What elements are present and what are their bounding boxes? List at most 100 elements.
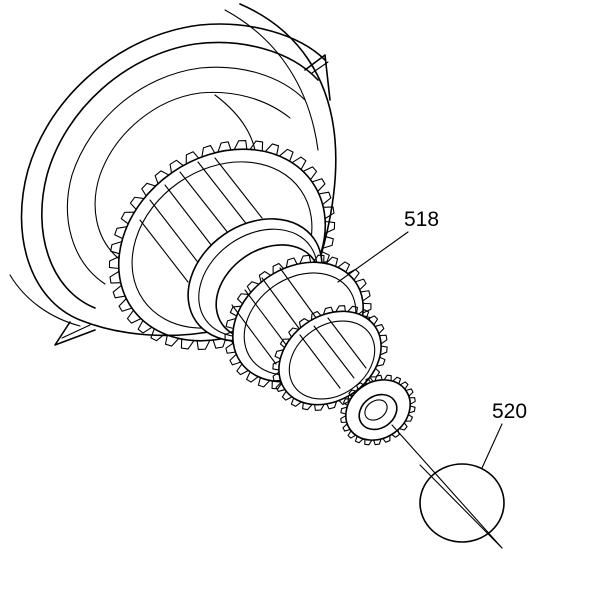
gear-tooth (169, 159, 184, 174)
gear-tooth (217, 141, 232, 153)
callout-518: 518 (337, 208, 439, 283)
gear-tooth (137, 319, 153, 334)
gear-tooth (109, 270, 122, 284)
housing-drum (9, 3, 337, 346)
gear-tooth (236, 293, 250, 305)
gear-tooth (245, 371, 259, 383)
gear-tooth (288, 327, 300, 338)
gear-tooth (324, 220, 336, 234)
gear-tooth (120, 211, 135, 225)
gear-tooth (279, 338, 291, 349)
gear-tooth (201, 145, 216, 158)
gear-tooth (225, 342, 237, 354)
gear-tooth (383, 374, 392, 382)
gear-tooth (347, 305, 358, 314)
gear-tooth (378, 334, 388, 345)
gear-tooth (374, 374, 383, 382)
gear-tooth (290, 397, 302, 407)
gear-tooth (233, 140, 248, 151)
gear-tooth (373, 438, 382, 446)
gear-tooth (367, 315, 379, 326)
gear-tooth (322, 206, 335, 220)
gear-tooth (348, 389, 358, 398)
gear-tooth (310, 310, 322, 321)
plug-520 (419, 463, 505, 543)
gear-tooth (342, 398, 352, 406)
gear-tooth (264, 143, 280, 156)
gear-tooth (299, 254, 312, 265)
gear-tooth (150, 328, 166, 342)
gear-tooth (335, 305, 346, 313)
gear-tooth (358, 309, 370, 319)
gear-tooth (354, 435, 364, 444)
gear-tooth (114, 226, 128, 240)
gear-tooth (375, 356, 386, 367)
gear-tooth (404, 414, 414, 422)
gear-tooth (347, 430, 357, 439)
callout-520-label: 520 (492, 400, 527, 423)
gear-tooth (281, 390, 293, 401)
gear-tooth (272, 262, 285, 275)
center-axis-line (391, 424, 503, 549)
gear-tooth (374, 324, 385, 335)
leader-line-518 (337, 231, 409, 283)
gear-tooth (118, 298, 133, 312)
gear-tooth (110, 241, 123, 255)
gear-tooth (258, 270, 272, 283)
gear-tooth (311, 178, 326, 192)
gear-tooth (302, 402, 313, 411)
gear-tooth (408, 405, 416, 414)
gear-tooth (236, 363, 249, 376)
gear-tooth (212, 337, 227, 349)
gear-tooth (354, 278, 367, 291)
gear-tooth (392, 376, 402, 385)
gear-tooth (185, 151, 200, 165)
shaft-spline (272, 305, 388, 411)
leader-line-520 (481, 423, 503, 469)
gear-tooth (272, 360, 281, 371)
gear-tooth (257, 377, 271, 388)
gear-tooth (347, 268, 360, 281)
gear-tooth (318, 191, 332, 206)
gear-tooth (405, 388, 414, 397)
gear-tooth (112, 284, 126, 299)
gear-tooth (229, 305, 242, 317)
gear-tooth (164, 334, 180, 347)
plug-axis-line (419, 464, 503, 549)
gear-tooth (408, 397, 416, 405)
gear-tooth (359, 290, 371, 302)
gear-tooth (154, 170, 170, 185)
gear-tooth (108, 256, 120, 270)
gear-tooth (322, 306, 334, 316)
gear-tooth (225, 317, 237, 330)
gear-tooth (340, 415, 348, 423)
gear-tooth (314, 403, 325, 411)
gear-tooth (326, 400, 338, 410)
gear-tooth (325, 256, 339, 267)
gear-tooth (321, 235, 334, 249)
gear-tooth (249, 140, 264, 152)
gear-tooth (399, 381, 409, 390)
gear-tooth (291, 156, 307, 171)
gear-tooth (365, 377, 374, 386)
callout-520: 520 (481, 400, 527, 469)
gear-tooth (312, 254, 325, 264)
gear-tooth (272, 371, 282, 382)
gear-tooth (398, 422, 408, 431)
gear-tooth (302, 166, 318, 181)
gear-tooth (364, 438, 373, 446)
gear-tooth (275, 381, 286, 392)
gear-tooth (246, 281, 260, 293)
gear-tooth (298, 318, 310, 329)
callout-518-label: 518 (404, 208, 439, 231)
small-front-gear (340, 374, 416, 446)
gear-tooth (278, 148, 294, 162)
gear-tooth (369, 367, 381, 378)
gear-tooth (285, 257, 298, 269)
gear-tooth (224, 330, 234, 342)
gear-tooth (337, 261, 351, 273)
gear-tooth (342, 423, 351, 432)
gear-tooth (271, 380, 284, 390)
gear-tooth (379, 345, 388, 356)
